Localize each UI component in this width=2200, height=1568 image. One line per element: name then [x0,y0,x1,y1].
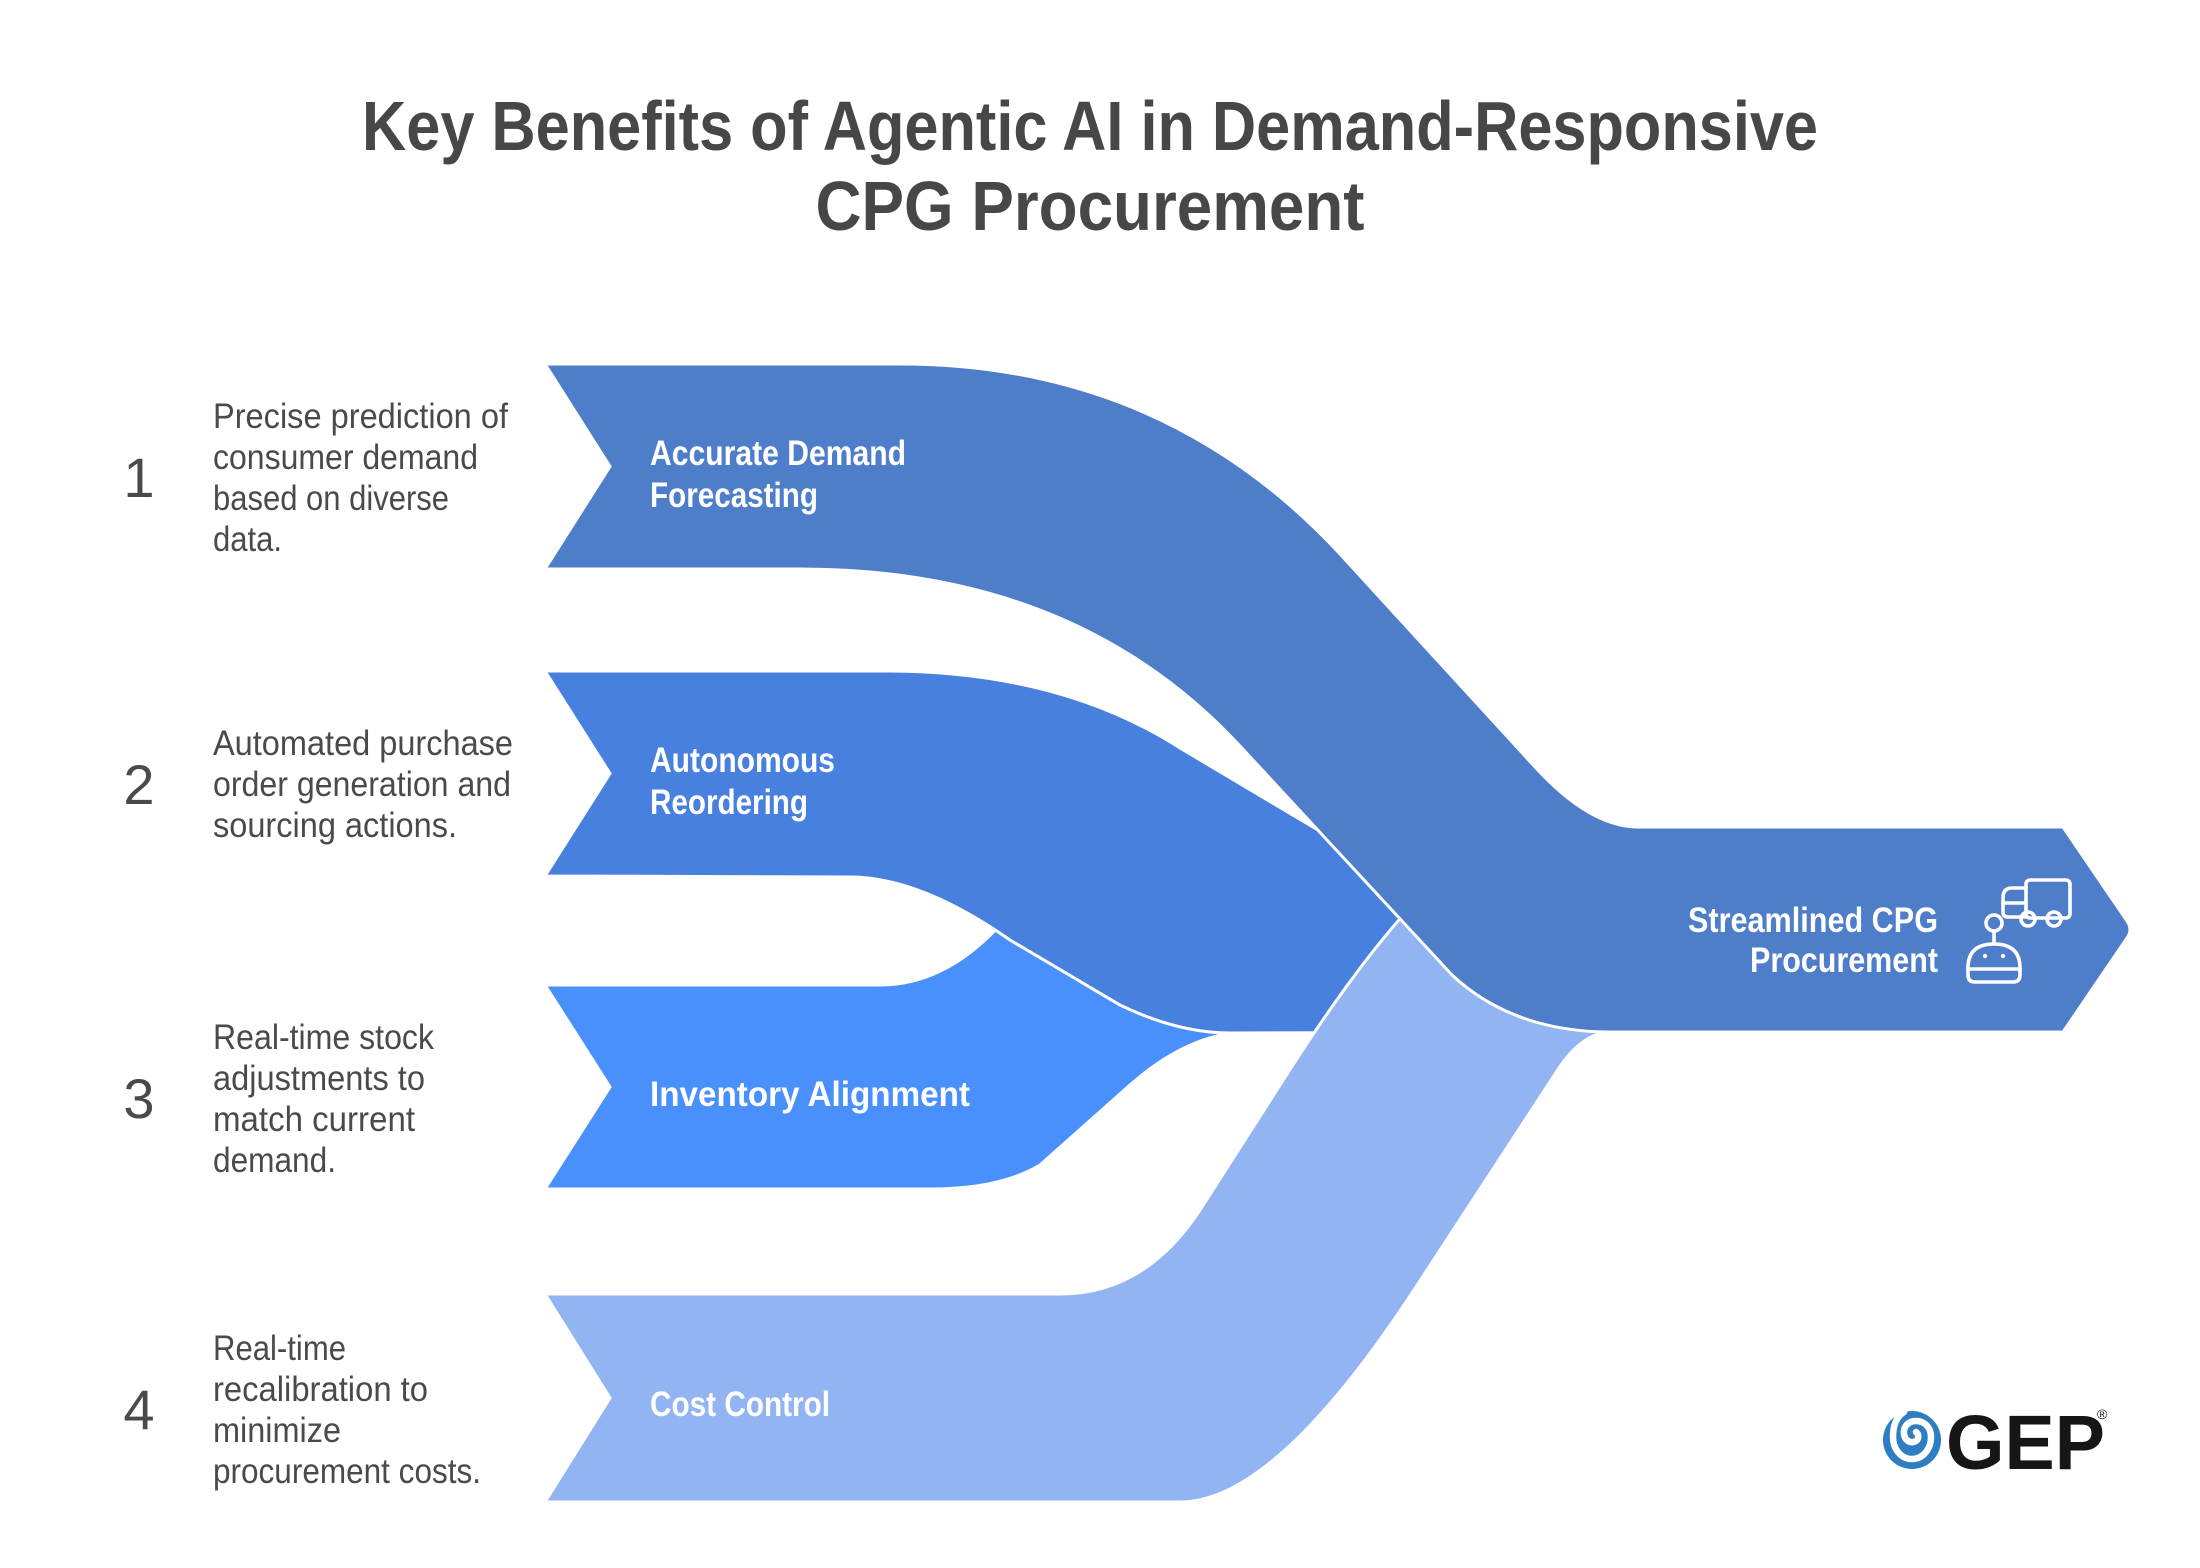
svg-text:consumer demand: consumer demand [213,438,478,477]
svg-text:Precise prediction of: Precise prediction of [213,397,508,436]
svg-text:2: 2 [123,753,154,816]
svg-text:sourcing actions.: sourcing actions. [213,806,457,845]
svg-text:Reordering: Reordering [650,783,808,822]
svg-text:Forecasting: Forecasting [650,476,818,515]
svg-text:Autonomous: Autonomous [650,741,835,780]
svg-text:GEP: GEP [1946,1400,2105,1486]
svg-text:recalibration to: recalibration to [213,1370,428,1409]
svg-text:procurement costs.: procurement costs. [213,1452,481,1491]
svg-text:Procurement: Procurement [1750,941,1938,980]
svg-text:Real-time stock: Real-time stock [213,1018,434,1057]
svg-text:Key Benefits of Agentic AI in: Key Benefits of Agentic AI in Demand-Res… [362,87,1818,165]
svg-text:data.: data. [213,520,282,559]
svg-text:demand.: demand. [213,1141,336,1180]
svg-text:4: 4 [123,1378,154,1441]
svg-text:minimize: minimize [213,1411,341,1450]
svg-text:Real-time: Real-time [213,1329,346,1368]
svg-text:Inventory Alignment: Inventory Alignment [650,1075,970,1114]
svg-text:3: 3 [123,1067,154,1130]
svg-text:based on diverse: based on diverse [213,479,449,518]
svg-text:1: 1 [123,446,154,509]
svg-text:Streamlined CPG: Streamlined CPG [1688,901,1938,940]
svg-text:order generation and: order generation and [213,765,511,804]
svg-text:Cost Control: Cost Control [650,1385,830,1424]
svg-text:Automated purchase: Automated purchase [213,724,513,763]
svg-text:CPG Procurement: CPG Procurement [816,167,1365,245]
svg-text:Accurate Demand: Accurate Demand [650,434,906,473]
svg-text:match current: match current [213,1100,415,1139]
svg-text:®: ® [2097,1406,2108,1422]
svg-text:adjustments to: adjustments to [213,1059,425,1098]
